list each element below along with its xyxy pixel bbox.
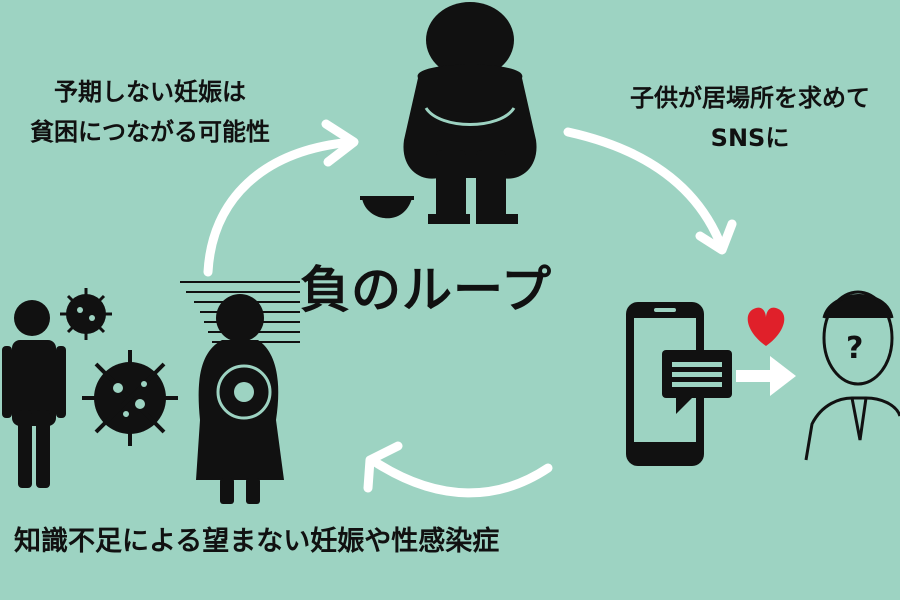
caption-top-right-line2: SNSに [710,124,790,152]
virus-icon [60,288,112,340]
arrow-right-icon [736,356,796,396]
man-icon [2,300,66,488]
caption-top-left: 予期しない妊娠は 貧困につながる可能性 [0,72,300,152]
pregnant-woman-icon [196,294,284,504]
cycle-arrow-bottom-head [363,441,403,493]
crouching-person-icon [403,2,537,224]
cycle-arrow-right [563,127,727,253]
caption-bottom: 知識不足による望まない妊娠や性感染症 [14,526,500,557]
cycle-arrow-bottom [367,455,553,498]
virus-icon [82,350,178,446]
diagram-title: 負のループ [300,261,552,319]
cycle-arrow-left [203,137,357,277]
caption-top-left-line1: 予期しない妊娠は [54,78,246,106]
heart-icon [747,307,785,346]
svg-text:?: ? [846,331,863,366]
cycle-arrow-left-head [321,119,359,167]
cycle-arrow-right-head [695,219,737,255]
person-question-icon: ? [804,290,900,461]
bowl-icon [360,196,414,219]
caption-top-right-line1: 子供が居場所を求めて [630,84,870,112]
chat-bubble-icon [662,350,732,414]
caption-top-right: 子供が居場所を求めて SNSに [600,78,900,158]
caption-top-left-line2: 貧困につながる可能性 [30,118,270,146]
